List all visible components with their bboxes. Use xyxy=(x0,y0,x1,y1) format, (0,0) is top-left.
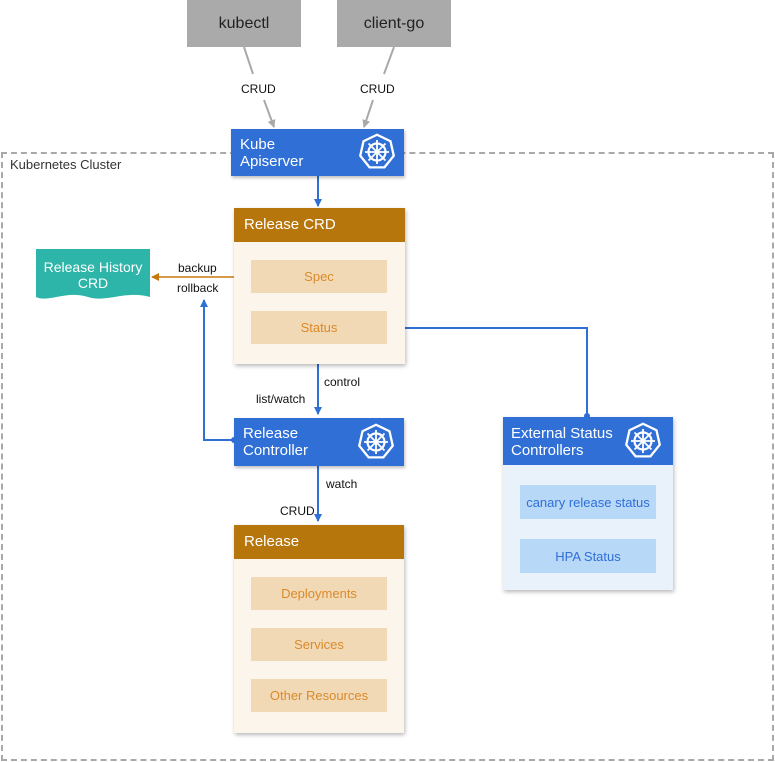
external-controllers-line1: External Status xyxy=(511,425,613,442)
services-item: Services xyxy=(251,628,387,661)
kubernetes-helm-icon xyxy=(359,133,395,169)
external-status-controllers-box: External Status Controllers canary relea… xyxy=(503,417,673,590)
release-controller-line1: Release xyxy=(243,425,299,442)
release-history-crd: Release History CRD xyxy=(36,249,150,302)
release-controller-title: Release Controller xyxy=(243,425,308,459)
hpa-status-item: HPA Status xyxy=(520,539,656,573)
kubectl-to-apiserver-arrow xyxy=(243,46,274,127)
kubernetes-cluster-label: Kubernetes Cluster xyxy=(10,157,122,172)
list-watch-label: list/watch xyxy=(256,392,306,406)
external-status-controllers-header: External Status Controllers xyxy=(503,417,673,465)
rollback-label: rollback xyxy=(177,281,219,295)
crud-left-label: CRUD xyxy=(241,82,276,96)
crud-bottom-label: CRUD xyxy=(280,504,315,518)
release-controller-box: Release Controller xyxy=(234,418,404,466)
kubernetes-helm-icon xyxy=(358,423,394,459)
release-title: Release xyxy=(234,525,404,559)
spec-item: Spec xyxy=(251,260,387,293)
document-shape xyxy=(36,249,150,299)
kube-apiserver-line1: Kube xyxy=(240,136,276,153)
watch-label: watch xyxy=(326,477,358,491)
status-item: Status xyxy=(251,311,387,344)
kube-apiserver-title: Kube Apiserver xyxy=(240,136,303,170)
external-status-controllers-title: External Status Controllers xyxy=(511,425,613,459)
backup-label: backup xyxy=(178,261,217,275)
release-history-text: Release History CRD xyxy=(36,259,150,291)
kubectl-client-box: kubectl xyxy=(187,0,301,47)
control-label: control xyxy=(324,375,361,389)
release-controller-line2: Controller xyxy=(243,442,309,459)
kubectl-label: kubectl xyxy=(218,14,270,32)
controller-rollback-arrow xyxy=(200,299,237,443)
client-go-box: client-go xyxy=(337,0,451,47)
kube-apiserver-line2: Apiserver xyxy=(240,153,304,170)
release-history-line1: Release History xyxy=(43,259,143,275)
external-controllers-line2: Controllers xyxy=(511,442,584,459)
release-history-line2: CRD xyxy=(77,275,109,291)
kube-apiserver-box: Kube Apiserver xyxy=(231,129,404,176)
external-to-status-arrow xyxy=(388,324,590,419)
release-crd-box: Release CRD Spec Status xyxy=(234,208,405,364)
other-resources-item: Other Resources xyxy=(251,679,387,712)
deployments-item: Deployments xyxy=(251,577,387,610)
kubernetes-helm-icon xyxy=(625,422,661,458)
crud-right-label: CRUD xyxy=(360,82,395,96)
release-box: Release Deployments Services Other Resou… xyxy=(234,525,404,733)
canary-release-status-item: canary release status xyxy=(520,485,656,519)
release-crd-title: Release CRD xyxy=(234,208,405,242)
client-go-label: client-go xyxy=(363,14,425,32)
client-go-to-apiserver-arrow xyxy=(364,46,395,127)
